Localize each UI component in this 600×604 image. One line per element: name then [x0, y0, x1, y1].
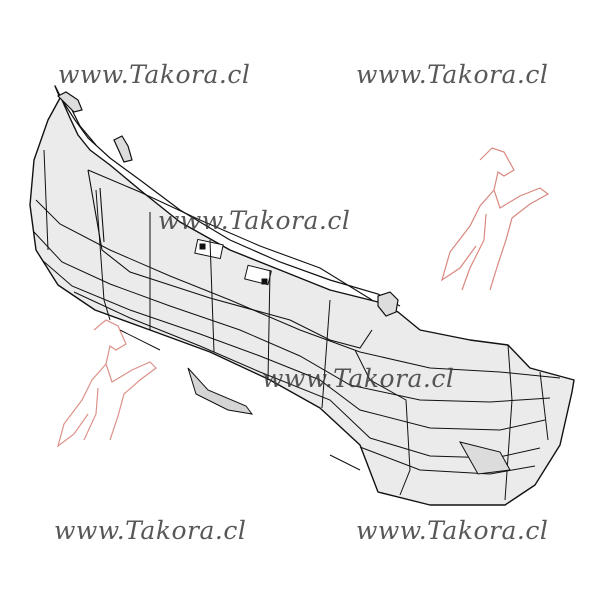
watermark-text: www.Takora.cl [262, 364, 455, 393]
watermark-text: www.Takora.cl [58, 60, 251, 89]
watermark-text: www.Takora.cl [158, 206, 351, 235]
bumper-vertical-lines [43, 149, 549, 501]
watermark-text: www.Takora.cl [356, 60, 549, 89]
bumper-top-edge [56, 91, 401, 317]
watermark-text: www.Takora.cl [356, 516, 549, 545]
sensor-cutouts [194, 238, 272, 286]
lower-diffuser [119, 329, 511, 475]
watermark-text: www.Takora.cl [54, 516, 247, 545]
